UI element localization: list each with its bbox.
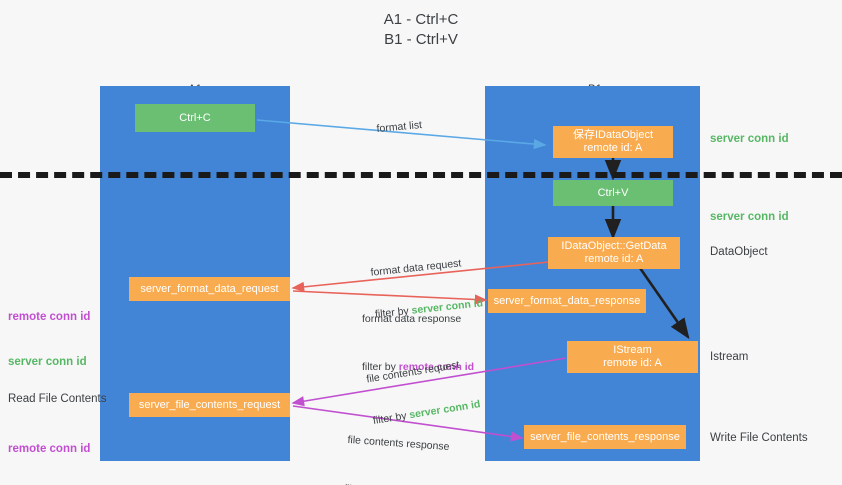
- annotation-dataobject: DataObject: [710, 246, 768, 258]
- node-ctrl-v-label: Ctrl+V: [597, 186, 629, 199]
- node-server-format-data-response[interactable]: server_format_data_response: [488, 289, 646, 313]
- annotation-read-file-contents: Read File Contents: [8, 393, 107, 405]
- annotation-left-conn-ids-2: remote conn id server conn id: [8, 412, 90, 485]
- edge-label-format-data-response-line2: filter by remote conn id: [362, 360, 474, 374]
- node-istream-sub: remote id: A: [603, 357, 662, 369]
- annotation-server-conn-id-second: server conn id: [710, 211, 789, 223]
- node-ctrl-v[interactable]: Ctrl+V: [553, 180, 673, 206]
- filter-prefix: filter by: [362, 361, 399, 373]
- annotation-server-conn-id-1: server conn id: [8, 356, 87, 368]
- node-server-file-contents-response-label: server_file_contents_response: [530, 430, 680, 443]
- node-idataobject-getdata-sub: remote id: A: [584, 253, 644, 265]
- annotation-server-conn-id-top: server conn id: [710, 133, 789, 145]
- boundary-dashed-line: [0, 172, 842, 178]
- edge-label-format-data-request-line1: format data request: [370, 257, 462, 279]
- node-idataobject-getdata-label: IDataObject::GetData: [561, 240, 667, 252]
- node-istream[interactable]: IStream remote id: A: [567, 341, 698, 373]
- node-server-format-data-request-label: server_format_data_request: [140, 282, 279, 295]
- edge-label-file-contents-request-line1: file contents request: [365, 358, 461, 386]
- edge-label-file-contents-response-line1: file contents response: [347, 433, 450, 454]
- annotation-istream: Istream: [710, 351, 749, 363]
- annotation-left-conn-ids-1: remote conn id server conn id: [8, 280, 90, 400]
- node-server-file-contents-request[interactable]: server_file_contents_request: [129, 393, 290, 417]
- node-server-format-data-response-label: server_format_data_response: [493, 294, 641, 307]
- node-istream-label: IStream: [613, 344, 652, 356]
- annotation-remote-conn-id-2: remote conn id: [8, 443, 91, 455]
- node-save-idataobject-label: 保存IDataObject: [572, 129, 654, 141]
- node-save-idataobject-sub: remote id: A: [583, 142, 643, 154]
- filter-key-remote-conn-id: remote conn id: [398, 361, 475, 373]
- page-title: A1 - Ctrl+C B1 - Ctrl+V: [383, 11, 459, 48]
- node-ctrl-c-label: Ctrl+C: [179, 111, 211, 124]
- node-idataobject-getdata[interactable]: IDataObject::GetData remote id: A: [548, 237, 680, 269]
- annotation-write-file-contents: Write File Contents: [710, 432, 808, 444]
- edge-label-format-data-response: format data response filter by remote co…: [362, 284, 474, 402]
- annotation-remote-conn-id-1: remote conn id: [8, 311, 91, 323]
- edge-label-format-data-response-line1: format data response: [362, 313, 462, 325]
- node-server-file-contents-request-label: server_file_contents_request: [138, 398, 281, 411]
- node-server-format-data-request[interactable]: server_format_data_request: [129, 277, 290, 301]
- node-save-idataobject[interactable]: 保存IDataObject remote id: A: [553, 126, 673, 158]
- node-server-file-contents-response[interactable]: server_file_contents_response: [524, 425, 686, 449]
- node-ctrl-c[interactable]: Ctrl+C: [135, 104, 255, 132]
- edge-label-format-list: format list: [376, 119, 423, 135]
- edge-label-file-contents-response: file contents response filter by remote …: [342, 405, 462, 485]
